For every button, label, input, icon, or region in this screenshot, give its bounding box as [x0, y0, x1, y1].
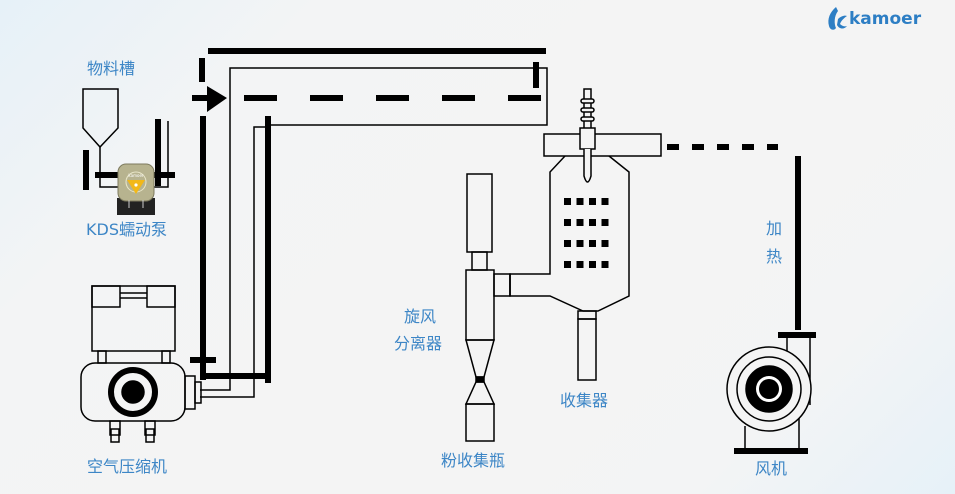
chamber-particle — [576, 219, 584, 226]
chamber-particle — [564, 261, 571, 268]
chamber-particle — [564, 198, 571, 205]
atomizer-nozzle — [580, 88, 595, 130]
chamber-body — [509, 155, 630, 312]
compressor-wheel-hub — [121, 380, 145, 404]
thin-gas-pipe-inner — [200, 126, 271, 398]
compressor-top-left-block — [91, 285, 121, 308]
collector-tube — [577, 318, 597, 381]
kds-peristaltic-pump: kamoer — [117, 163, 155, 215]
cyclone-body — [465, 269, 495, 341]
chamber-particle — [576, 198, 584, 205]
air-compressor-label: 空气压缩机 — [87, 457, 168, 476]
compressor-leg-right — [161, 350, 171, 364]
pump-rotor-hub — [134, 183, 138, 187]
hot-air-line — [667, 144, 816, 338]
nozzle-collar — [579, 127, 596, 150]
cyclone-separator — [464, 173, 511, 442]
compressor-top-right-block — [146, 285, 176, 308]
fan-label: 风机 — [755, 459, 788, 478]
compressor-foot-left — [109, 420, 121, 436]
nozzle-ring-3 — [580, 116, 595, 122]
nozzle-ring-1 — [580, 98, 595, 104]
material-tank-hopper — [82, 88, 119, 149]
fan-housing-inner — [736, 356, 802, 422]
cyclone-cone-top — [465, 339, 495, 378]
chamber-particle — [564, 240, 571, 247]
pump-brand-mark: kamoer — [128, 173, 144, 178]
compressor-leg-left — [97, 350, 107, 364]
cyclone-exhaust-neck — [471, 251, 488, 271]
chamber-particle — [601, 198, 609, 205]
chamber-particle — [589, 240, 596, 247]
drying-chamber — [509, 127, 662, 381]
compressor-outlet-1 — [184, 375, 196, 410]
air-compressor — [80, 285, 202, 443]
pump-outlet-line — [150, 121, 169, 188]
kamoer-logo: kamoer — [826, 6, 921, 32]
cyclone-separator-label-line2: 分离器 — [394, 334, 443, 353]
chamber-particle — [576, 261, 584, 268]
compressor-motor — [91, 285, 176, 352]
cyclone-exhaust-tube — [466, 173, 493, 253]
compressor-wheel-outer — [108, 367, 158, 417]
powder-bottle-label: 粉收集瓶 — [441, 451, 506, 470]
compressor-foot-right-tip — [145, 428, 155, 443]
chamber-particle — [589, 198, 596, 205]
chamber-particle — [564, 219, 571, 226]
chamber-top-plate — [543, 133, 662, 157]
thin-gas-pipe-outer — [200, 67, 548, 391]
compressor-outlet-2 — [194, 381, 202, 404]
chamber-particle — [589, 261, 596, 268]
chamber-particle — [601, 240, 609, 247]
feed-pipes — [190, 48, 548, 398]
powder-collection-bottle — [465, 403, 495, 442]
chamber-particle — [576, 240, 584, 247]
pump-base — [117, 198, 155, 215]
compressor-foot-left-tip — [110, 428, 120, 443]
material-tank-label: 物料槽 — [87, 59, 136, 78]
nozzle-ring-2 — [580, 107, 595, 113]
chamber-particle — [601, 219, 609, 226]
compressor-foot-right — [144, 420, 156, 436]
nozzle-tip — [583, 149, 592, 183]
heating-label-char1: 加 — [766, 219, 783, 238]
tank-feed-line — [99, 147, 123, 188]
peristaltic-pump-label: KDS蠕动泵 — [86, 220, 167, 239]
chamber-particles — [564, 198, 609, 268]
cyclone-inlet-a — [493, 273, 511, 297]
kamoer-logo-text: kamoer — [849, 9, 922, 29]
heating-label-char2: 热 — [766, 247, 783, 266]
chamber-particle — [601, 261, 609, 268]
inlet-arrow-head — [207, 86, 227, 112]
fan — [726, 338, 812, 454]
pump-rotor-triangle — [127, 180, 145, 194]
fan-hub — [759, 379, 779, 399]
cyclone-cone-bottom — [464, 381, 496, 405]
chamber-particle — [589, 219, 596, 226]
kamoer-logo-icon — [828, 7, 847, 30]
cyclone-separator-label-line1: 旋风 — [404, 307, 437, 326]
collector-label: 收集器 — [560, 391, 609, 410]
collector-neck — [577, 310, 597, 320]
